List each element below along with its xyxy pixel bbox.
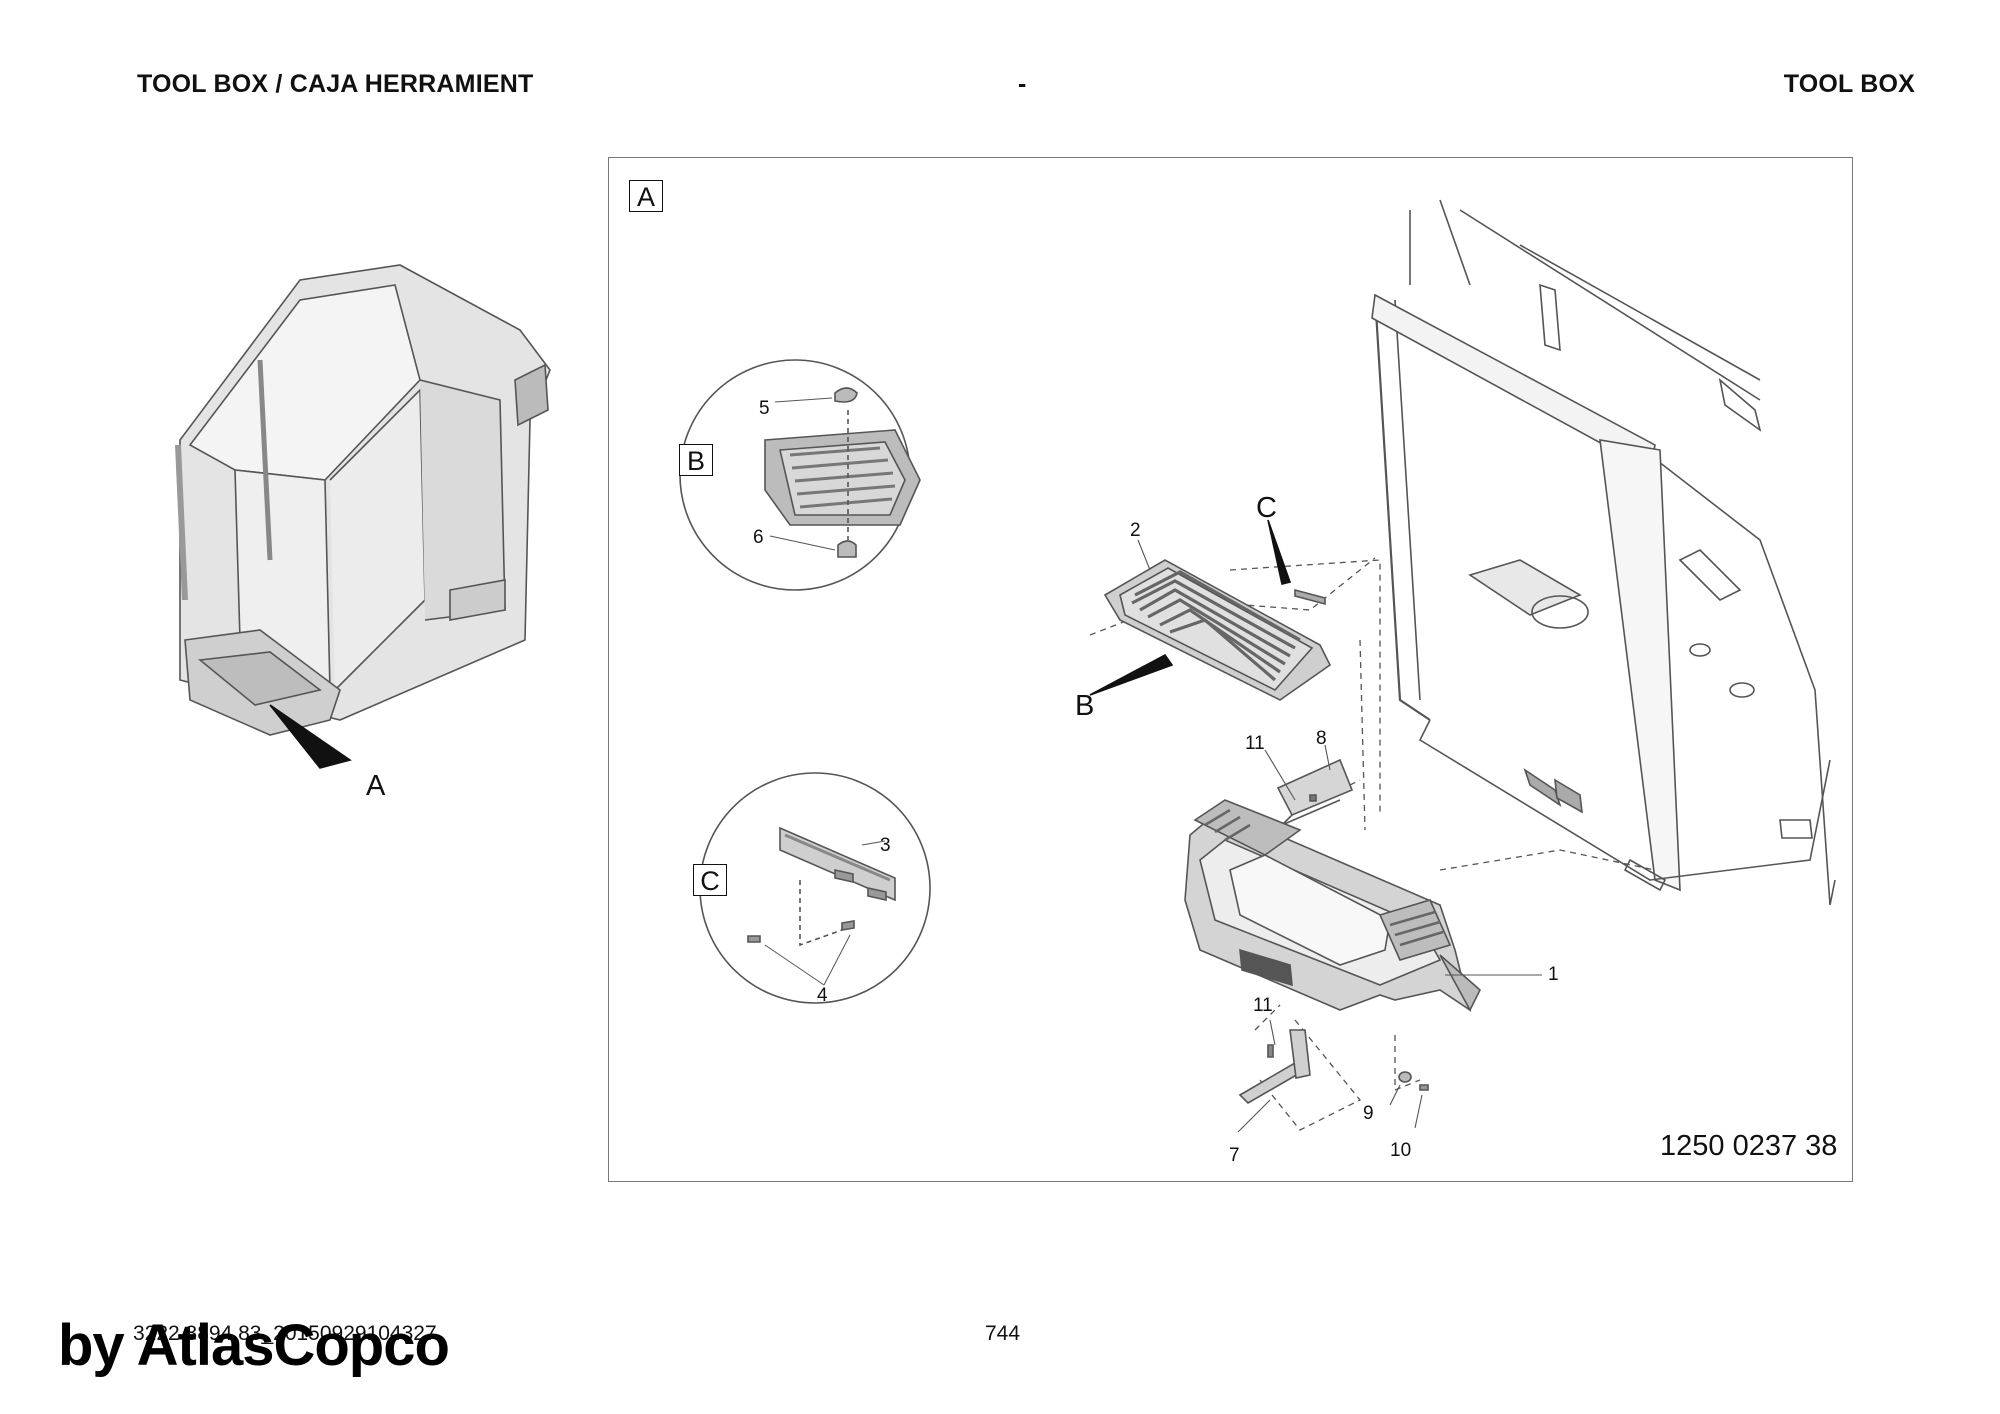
callout-9: 9	[1363, 1103, 1374, 1124]
callout-11-upper: 11	[1245, 733, 1265, 754]
view-a-panel	[608, 157, 1853, 1182]
cab-overview	[175, 264, 551, 769]
callout-11-lower: 11	[1253, 995, 1273, 1016]
view-marker-b: B	[679, 444, 713, 476]
callout-10: 10	[1390, 1140, 1412, 1161]
tool-box-part	[1184, 799, 1481, 1012]
callout-7: 7	[1229, 1145, 1240, 1166]
page-number: 744	[985, 1322, 1021, 1345]
watermark: by AtlasCopco	[58, 1313, 450, 1378]
header-section: TOOL BOX	[1783, 70, 1915, 98]
pointer-label-c: C	[1256, 492, 1277, 524]
callout-6: 6	[753, 527, 764, 548]
callout-5: 5	[759, 398, 770, 419]
callout-8: 8	[1316, 728, 1327, 749]
view-marker-a: A	[629, 180, 663, 212]
pointer-label-b: B	[1075, 690, 1095, 722]
header-separator: -	[1018, 70, 1027, 98]
header-title: TOOL BOX / CAJA HERRAMIENT	[137, 70, 534, 98]
cab-frame	[1371, 199, 1836, 906]
footer-document-code: 3222 3894 83_20150929104327	[133, 1322, 437, 1345]
view-marker-c: C	[693, 864, 727, 896]
drawing-number: 1250 0237 38	[1660, 1130, 1838, 1162]
callout-1: 1	[1548, 964, 1559, 985]
callout-4: 4	[817, 985, 828, 1006]
callout-3: 3	[880, 835, 891, 856]
pointer-label-a: A	[366, 770, 386, 802]
callout-2: 2	[1130, 520, 1141, 541]
